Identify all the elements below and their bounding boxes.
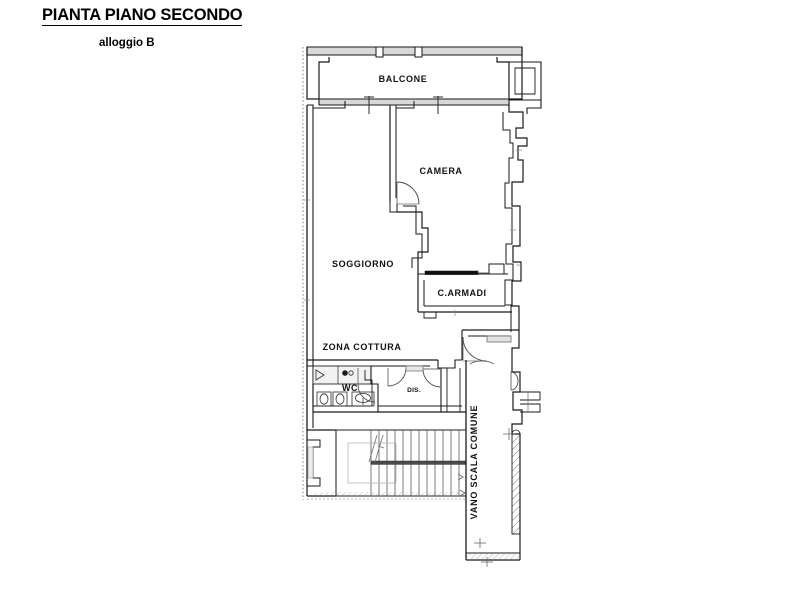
kitchen-sink-symbol <box>315 369 325 381</box>
bidet-icon <box>319 393 329 405</box>
camera-partition-head <box>390 104 397 108</box>
camera-door-jamb <box>389 202 398 213</box>
room-labels: BALCONE CAMERA SOGGIORNO C.ARMADI ZONA C… <box>323 74 487 520</box>
plan-geometry <box>302 46 542 567</box>
stair-floor-hatch <box>313 492 463 496</box>
room-label-dis: DIS. <box>407 387 421 394</box>
room-label-zona-cottura: ZONA COTTURA <box>323 342 402 352</box>
wall-construction-ticks <box>304 149 522 316</box>
balcony-right-return <box>496 47 523 100</box>
room-label-c-armadi: C.ARMADI <box>438 288 487 298</box>
stair-break-line <box>368 434 385 463</box>
upper-right-annex <box>509 61 542 101</box>
upper-right-annex-step <box>526 100 542 114</box>
balcony-left-return <box>306 47 330 100</box>
left-wall-jog-top <box>313 101 346 109</box>
stairwell-bottom-hatch <box>466 553 520 560</box>
wc-door-swing-arc <box>357 384 376 403</box>
dis-door-swing-arc-2 <box>422 368 441 388</box>
entry-corridor-wall <box>437 330 463 369</box>
entry-door-panel <box>486 335 512 343</box>
left-wall-top-return <box>307 104 314 108</box>
common-stair-landing-1 <box>520 391 541 401</box>
page-title: PIANTA PIANO SECONDO <box>42 6 243 26</box>
camera-partition-jog <box>396 101 415 109</box>
room-label-wc: WC <box>342 383 358 393</box>
kitchen-hob-burner-2 <box>348 370 354 376</box>
room-label-vano-scala-comune: VANO SCALA COMUNE <box>469 405 479 520</box>
room-label-soggiorno: SOGGIORNO <box>332 259 394 269</box>
dis-door-panel <box>405 365 424 372</box>
upper-right-annex-inner <box>514 67 536 95</box>
stairwell-hatched-wall-cap <box>511 429 521 435</box>
room-label-balcone: BALCONE <box>379 74 428 84</box>
dis-door-swing-arc <box>387 367 407 387</box>
camera-lower-wall-inner <box>403 205 423 268</box>
page-subtitle: alloggio B <box>99 37 155 49</box>
kitchen-hob-burner-1 <box>342 370 348 376</box>
wc-right-wall <box>370 366 379 412</box>
wc-right-wall-inner <box>364 370 373 406</box>
camera-lower-wall <box>397 211 429 274</box>
camera-door-swing-arc <box>396 181 420 205</box>
stair-direction-arrow-1 <box>457 473 464 481</box>
stairwell-door-arc-top <box>469 360 495 365</box>
wc-bowl-icon <box>335 393 345 405</box>
stairwell-window-glass <box>307 446 314 479</box>
right-exterior-wall-inner <box>502 112 514 332</box>
stairwell-hatched-wall <box>511 433 521 535</box>
wc-fixture-box-2 <box>332 391 348 407</box>
c-armadi-top-step-right <box>488 263 505 274</box>
dimension-ticks <box>474 428 515 567</box>
washbasin-box <box>351 391 375 407</box>
wc-fixture-box-1 <box>316 391 332 407</box>
c-armadi-sliding-door <box>424 270 479 275</box>
entry-door-swing-arc <box>462 336 488 362</box>
zona-cottura-wall-end-cap <box>306 360 313 367</box>
stair-landing-band <box>370 460 467 465</box>
kitchen-counter <box>312 365 372 385</box>
right-stepped-exterior-wall <box>508 105 528 330</box>
title-block: PIANTA PIANO SECONDO alloggio B <box>0 0 300 60</box>
common-stair-landing-2 <box>520 403 541 413</box>
room-label-camera: CAMERA <box>419 166 462 176</box>
balcony-post-1 <box>375 46 384 58</box>
c-armadi-bottom-jog <box>423 312 437 319</box>
stairwell-door-leaf-right <box>510 371 519 391</box>
balcony-post-2 <box>414 46 423 58</box>
